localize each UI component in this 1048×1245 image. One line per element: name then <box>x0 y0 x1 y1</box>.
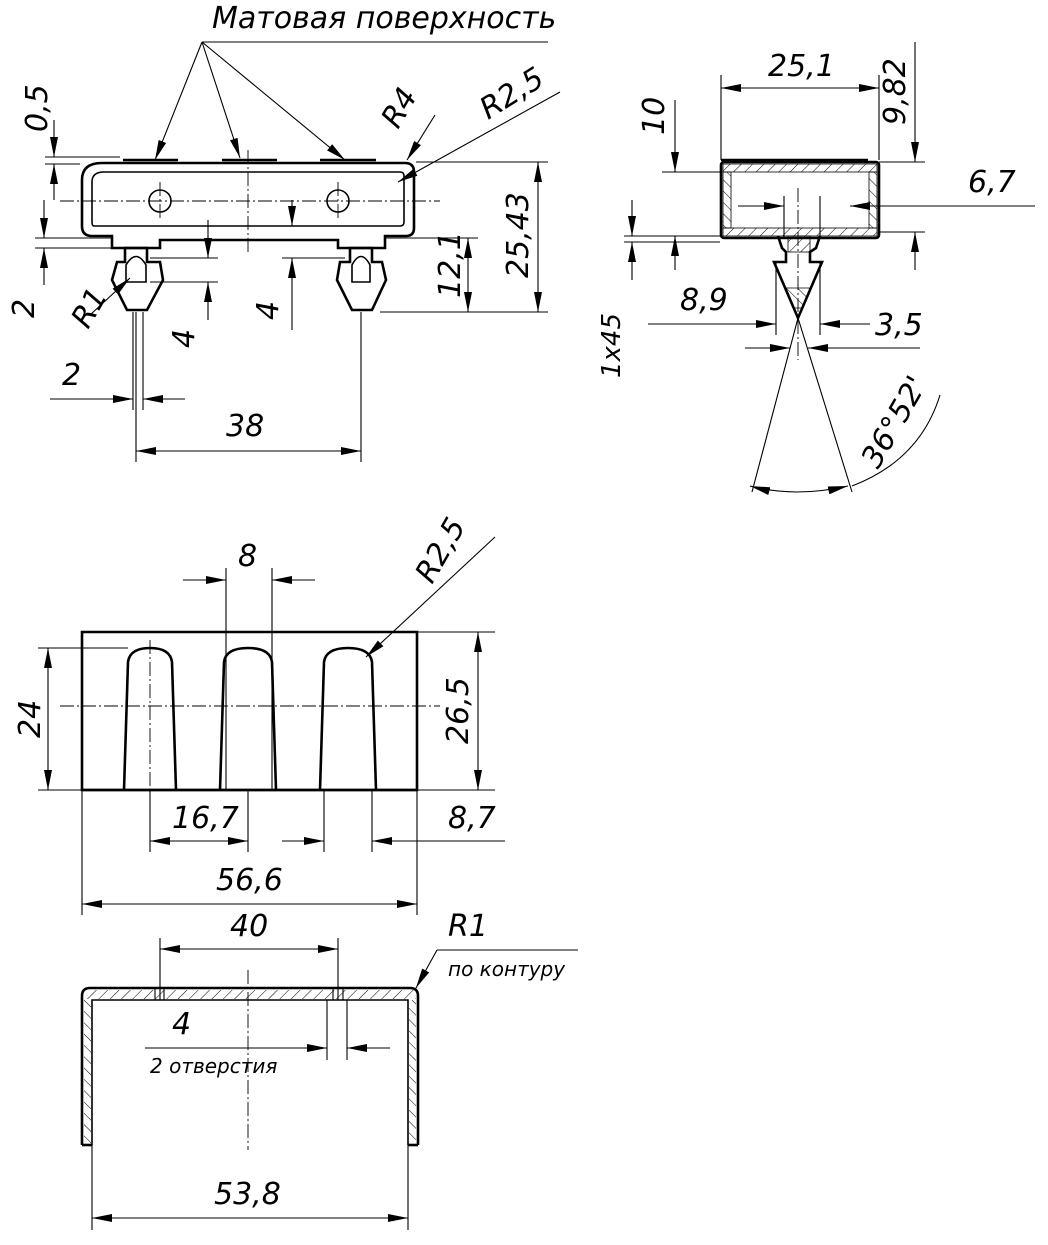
side-left-hatch <box>722 171 732 229</box>
dim-R4: R4 <box>375 82 425 134</box>
section-right-hatch <box>409 1000 416 1145</box>
section-top-hatch <box>84 990 416 999</box>
angle-leg-right <box>797 317 853 493</box>
leg-right <box>335 246 388 312</box>
leader-r2-5 <box>397 91 561 183</box>
note-holes: 2 отверстия <box>150 1054 277 1078</box>
top-view: Матовая поверхность 0,5 R <box>7 1 561 462</box>
side-bottom-hatch <box>722 227 878 237</box>
front-view: 8 R2,5 24 26,5 16,7 8,7 56,6 <box>13 512 505 915</box>
leader-arrow-2 <box>201 41 241 159</box>
dim-6-7: 6,7 <box>968 165 1016 200</box>
dim-9-82: 9,82 <box>878 58 913 125</box>
leader-r2-5 <box>365 536 496 658</box>
dim-56-6: 56,6 <box>216 863 283 898</box>
dim-4-a: 4 <box>167 329 202 348</box>
note-contour: по контуру <box>448 957 566 981</box>
leg-right-slot <box>351 255 371 283</box>
section-left-hatch <box>84 1000 91 1145</box>
leader-r1 <box>415 949 438 989</box>
angle-arc-ext <box>851 394 941 487</box>
side-body <box>719 160 881 240</box>
side-top-hatch <box>722 163 878 173</box>
leg-left-slot <box>125 255 147 283</box>
dim-26-5: 26,5 <box>441 677 476 744</box>
side-view: 25,1 10 9,82 6,7 1x45 8,9 3,5 <box>597 42 1035 496</box>
stem-hatch-top <box>787 235 811 253</box>
section-inner <box>91 999 409 1145</box>
dim-8-7: 8,7 <box>448 801 496 836</box>
section-view: 40 R1 по контуру 4 2 отверстия 53,8 <box>80 909 578 1230</box>
dim-R1: R1 <box>448 909 488 944</box>
dim-3-5: 3,5 <box>875 308 923 343</box>
leader-arrow-1 <box>154 41 203 161</box>
dim-4-b: 4 <box>251 301 286 320</box>
dim-25-43: 25,43 <box>501 192 536 278</box>
angle-arc <box>749 485 849 496</box>
dim-angle: 36°52' <box>855 370 935 474</box>
note-matte-surface: Матовая поверхность <box>212 1 556 36</box>
dim-8: 8 <box>238 539 257 574</box>
dim-R2-5: R2,5 <box>409 512 474 589</box>
dim-38: 38 <box>226 409 264 444</box>
dim-0-5: 0,5 <box>20 84 55 132</box>
dim-R1: R1 <box>65 282 115 334</box>
slot-3 <box>318 646 378 791</box>
dim-2-bottom: 2 <box>62 358 81 393</box>
leader-r1 <box>89 277 131 316</box>
dim-2-left: 2 <box>7 299 42 318</box>
leg-left <box>110 246 165 312</box>
dim-1x45: 1x45 <box>597 313 627 378</box>
dim-12-1: 12,1 <box>433 231 468 298</box>
angle-leg-left <box>751 317 799 493</box>
dim-53-8: 53,8 <box>214 1177 281 1212</box>
leader-r4 <box>406 114 436 161</box>
slot-2 <box>218 646 278 791</box>
dim-25-1: 25,1 <box>768 49 835 84</box>
dim-40: 40 <box>230 909 268 944</box>
dim-4: 4 <box>172 1007 191 1042</box>
dim-8-9: 8,9 <box>680 283 728 318</box>
dim-16-7: 16,7 <box>172 801 239 836</box>
section-outline <box>80 986 420 1145</box>
dim-R2-5: R2,5 <box>474 61 551 127</box>
leader-arrow-3 <box>201 41 346 161</box>
side-right-hatch <box>868 171 878 229</box>
dim-24: 24 <box>13 700 48 738</box>
dim-10: 10 <box>637 97 672 135</box>
